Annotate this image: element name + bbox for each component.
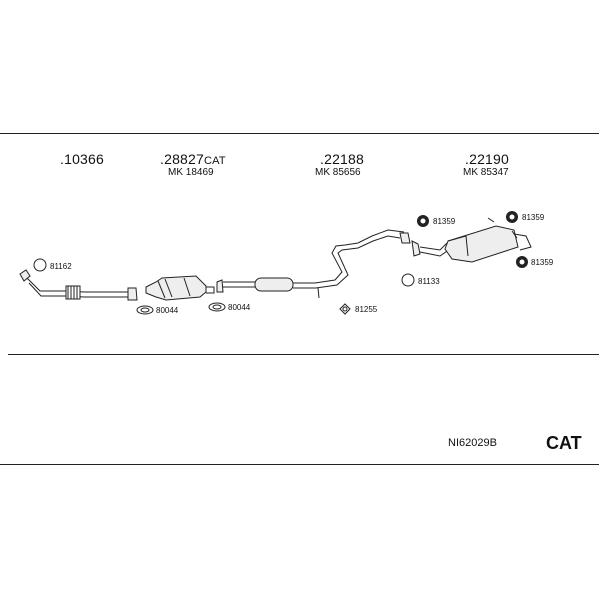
gasket-80044-a-inner-icon [140, 307, 150, 313]
code-81162: 81162 [50, 262, 72, 271]
rear-silencer [411, 217, 532, 263]
mount-81359-b-icon [506, 211, 518, 223]
gasket-80044-b-icon [208, 302, 226, 312]
middle-pipe [216, 229, 411, 299]
code-81133: 81133 [418, 277, 440, 286]
mount-81359-a-icon [417, 215, 429, 227]
code-80044-b: 80044 [228, 303, 251, 312]
part-number-rear-silencer: .22190 [465, 151, 510, 167]
reference-code: NI62029B [448, 437, 497, 449]
gasket-80044-b-inner-icon [212, 304, 222, 310]
code-80044-a: 80044 [156, 306, 179, 315]
mk-rear-silencer: MK 85347 [463, 167, 509, 178]
code-81359-a: 81359 [433, 217, 456, 226]
gasket-80044-a-icon [136, 305, 154, 315]
part-number-middle-pipe: .22188 [320, 151, 365, 167]
mk-catalyst: MK 18469 [168, 167, 214, 178]
part-number-front-pipe: .10366 [60, 151, 105, 167]
category-label: CAT [546, 433, 582, 453]
mk-middle-pipe: MK 85656 [315, 167, 361, 178]
front-pipe [19, 269, 138, 301]
code-81359-b: 81359 [522, 213, 545, 222]
diagram-divider [8, 354, 599, 355]
hanger-81255-icon [339, 303, 351, 315]
code-81359-c: 81359 [531, 258, 554, 267]
ring-81162-icon [33, 258, 47, 272]
diagram-frame [0, 133, 599, 465]
ring-81133-icon [401, 273, 415, 287]
part-number-catalyst: .28827CAT [160, 151, 226, 167]
catalyst [145, 275, 215, 301]
code-81255: 81255 [355, 305, 378, 314]
mount-81359-c-icon [516, 256, 528, 268]
